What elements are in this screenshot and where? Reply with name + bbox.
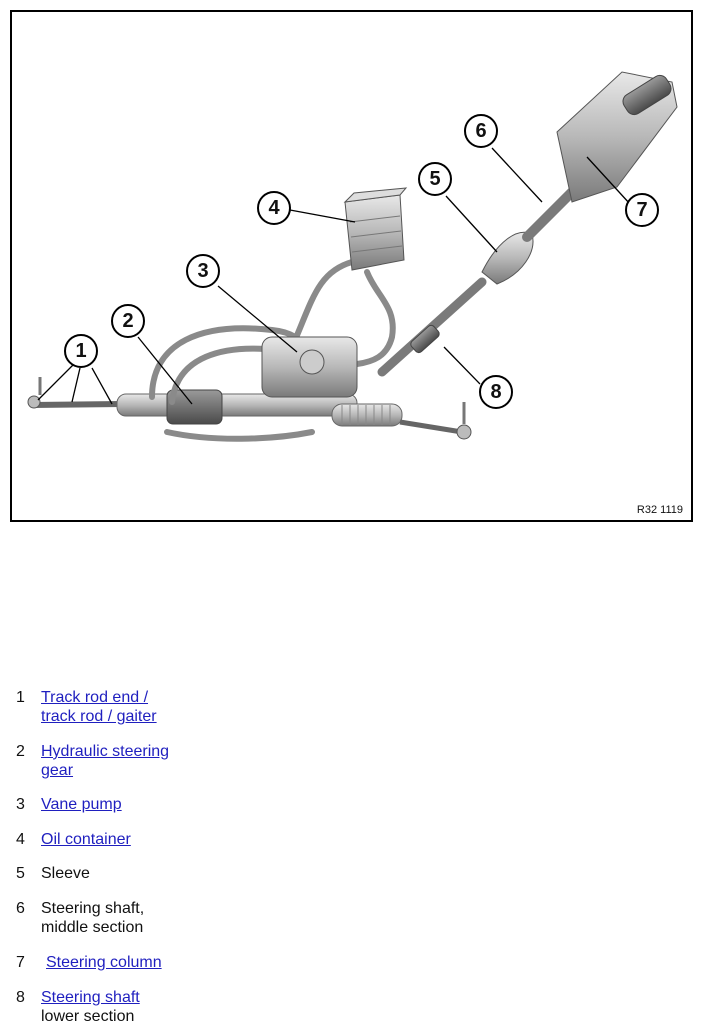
track-rod-link[interactable]: Track rod end / track rod / gaiter xyxy=(41,688,201,726)
vane-pump-link[interactable]: Vane pump xyxy=(41,795,201,814)
legend-line: gear xyxy=(41,762,74,779)
legend-number: 1 xyxy=(16,689,25,706)
oil-container-link[interactable]: Oil container xyxy=(41,830,201,849)
steering-shaft-lower xyxy=(377,277,487,377)
legend-line: track rod / gaiter xyxy=(41,708,157,725)
legend-text: Sleeve xyxy=(41,864,201,883)
legend-line: Hydraulic steering xyxy=(41,743,170,760)
figure-reference: R32 1119 xyxy=(636,504,683,516)
steering-shaft-middle xyxy=(522,187,577,242)
callout-6: 6 xyxy=(464,114,498,148)
hydraulic-steering-gear-link[interactable]: Hydraulic steering gear xyxy=(41,742,201,780)
legend-line: Steering column xyxy=(46,954,162,971)
legend-line: Steering shaft, xyxy=(41,900,145,917)
legend-line: Oil container xyxy=(41,831,131,848)
callout-leaders xyxy=(37,147,631,405)
legend-number: 5 xyxy=(16,865,25,882)
vane-pump xyxy=(261,336,358,398)
callout-2: 2 xyxy=(111,304,145,338)
legend-line: Track rod end / xyxy=(41,689,149,706)
callout-1: 1 xyxy=(64,334,98,368)
legend-line: lower section xyxy=(41,1008,135,1025)
legend-number: 7 xyxy=(16,954,25,971)
legend-number: 3 xyxy=(16,796,25,813)
steering-assembly-drawing xyxy=(27,71,678,442)
steering-shaft-link[interactable]: Steering shaft xyxy=(41,989,140,1006)
callout-8: 8 xyxy=(479,375,513,409)
legend-line: Vane pump xyxy=(41,796,122,813)
callout-3: 3 xyxy=(186,254,220,288)
oil-container xyxy=(343,187,408,271)
steering-column-link[interactable]: Steering column xyxy=(46,953,206,972)
legend-number: 2 xyxy=(16,743,25,760)
track-rod-right xyxy=(399,402,472,440)
legend-number: 8 xyxy=(16,989,25,1006)
rack-housing xyxy=(116,389,403,427)
callout-7: 7 xyxy=(625,193,659,227)
legend-number: 4 xyxy=(16,831,25,848)
legend-number: 6 xyxy=(16,900,25,917)
legend-text: Steering shaft lower section xyxy=(41,988,201,1026)
legend-line: Sleeve xyxy=(41,865,90,882)
legend-text: Steering shaft, middle section xyxy=(41,899,201,937)
callout-5: 5 xyxy=(418,162,452,196)
steering-column xyxy=(556,71,678,203)
track-rod-left xyxy=(27,377,123,409)
callout-4: 4 xyxy=(257,191,291,225)
legend-line: middle section xyxy=(41,919,144,936)
steering-system-illustration: 1 2 3 4 5 6 7 8 R32 1119 xyxy=(10,10,693,522)
